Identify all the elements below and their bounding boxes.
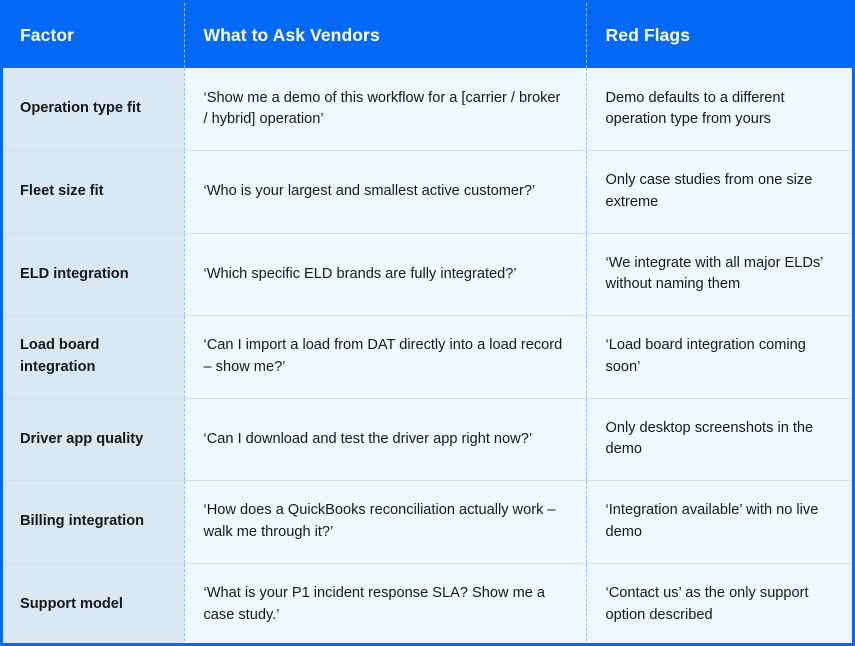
cell-ask: ‘Which specific ELD brands are fully int… [183, 232, 586, 316]
cell-factor: Load board integration [3, 315, 184, 398]
cell-red-flags: ‘Integration available’ with no live dem… [585, 480, 852, 563]
cell-ask: ‘Can I import a load from DAT directly i… [183, 315, 586, 398]
cell-factor: Support model [3, 562, 184, 643]
column-header-factor: Factor [3, 3, 184, 68]
table-row: Fleet size fit ‘Who is your largest and … [3, 150, 852, 233]
table-row: Support model ‘What is your P1 incident … [3, 562, 852, 643]
column-header-red-flags: Red Flags [585, 3, 852, 68]
cell-ask: ‘How does a QuickBooks reconciliation ac… [183, 480, 586, 563]
table-header: Factor What to Ask Vendors Red Flags [3, 3, 852, 68]
cell-ask: ‘What is your P1 incident response SLA? … [183, 562, 586, 643]
cell-red-flags: Only desktop screenshots in the demo [585, 397, 852, 481]
cell-factor: Operation type fit [3, 68, 184, 151]
cell-ask: ‘Show me a demo of this workflow for a [… [183, 68, 586, 151]
table-row: ELD integration ‘Which specific ELD bran… [3, 232, 852, 316]
cell-ask: ‘Who is your largest and smallest active… [183, 150, 586, 233]
cell-red-flags: Only case studies from one size extreme [585, 150, 852, 233]
vendor-evaluation-table: Factor What to Ask Vendors Red Flags Ope… [3, 3, 852, 643]
table-row: Billing integration ‘How does a QuickBoo… [3, 480, 852, 563]
cell-factor: ELD integration [3, 232, 184, 316]
cell-red-flags: ‘Load board integration coming soon’ [585, 315, 852, 398]
cell-red-flags: ‘We integrate with all major ELDs’ witho… [585, 232, 852, 316]
cell-factor: Fleet size fit [3, 150, 184, 233]
table-row: Load board integration ‘Can I import a l… [3, 315, 852, 398]
column-header-ask: What to Ask Vendors [183, 3, 586, 68]
table-row: Driver app quality ‘Can I download and t… [3, 397, 852, 481]
cell-red-flags: Demo defaults to a different operation t… [585, 68, 852, 151]
table-header-row: Factor What to Ask Vendors Red Flags [3, 3, 852, 68]
table-row: Operation type fit ‘Show me a demo of th… [3, 68, 852, 151]
table-body: Operation type fit ‘Show me a demo of th… [3, 68, 852, 643]
cell-ask: ‘Can I download and test the driver app … [183, 397, 586, 481]
cell-factor: Driver app quality [3, 397, 184, 481]
cell-factor: Billing integration [3, 480, 184, 563]
cell-red-flags: ‘Contact us’ as the only support option … [585, 562, 852, 643]
